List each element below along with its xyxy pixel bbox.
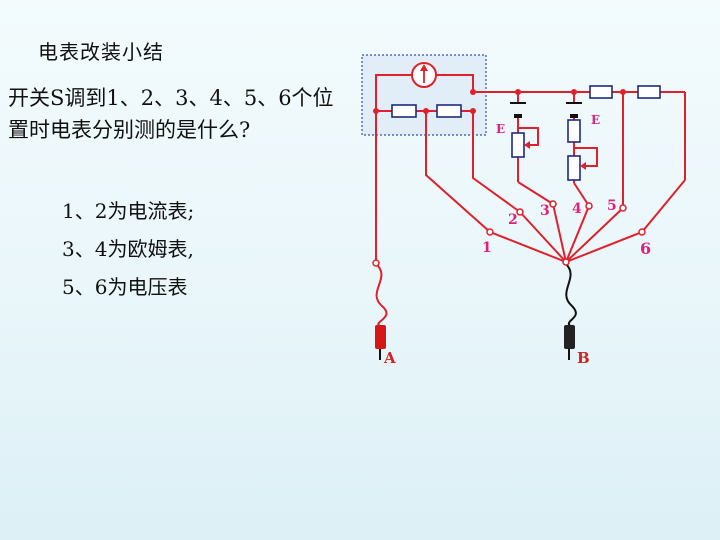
terminal-label-1: 1: [482, 240, 492, 256]
probe-a-label: A: [383, 349, 396, 367]
question-text: 开关S调到1、2、3、4、5、6个位置时电表分别测的是什么?: [8, 86, 334, 142]
battery-1-label: E: [496, 122, 505, 136]
answer-voltage: 5、6为电压表: [62, 275, 188, 299]
terminal-label-4: 4: [572, 201, 582, 217]
answer-list: 1、2为电流表; 3、4为欧姆表, 5、6为电压表: [62, 192, 194, 306]
rheostat-2-arrow: [580, 162, 586, 170]
slide-title: 电表改装小结: [38, 40, 164, 64]
junction-dots: [373, 89, 626, 114]
rheostat-1: [511, 132, 525, 158]
circuit-wires: [375, 74, 686, 327]
internal-resistor: [567, 119, 581, 143]
shunt-resistor-2: [436, 104, 462, 118]
terminal-label-2: 2: [508, 212, 518, 228]
answer-current: 1、2为电流表;: [62, 199, 195, 223]
probe-b-cable: [565, 263, 577, 327]
answer-ohm: 3、4为欧姆表,: [62, 237, 194, 261]
series-resistor-1: [589, 85, 613, 99]
rheostat-1-arrow: [524, 141, 530, 149]
galvanometer-icon: [411, 62, 437, 88]
probe-b-icon: [564, 325, 575, 360]
terminal-label-3: 3: [540, 203, 550, 219]
series-resistor-2: [637, 85, 661, 99]
battery-1-icon: [510, 102, 526, 118]
terminal-label-5: 5: [607, 198, 617, 214]
battery-2-icon: [566, 102, 582, 118]
battery-2-label: E: [591, 113, 600, 127]
resistors: [391, 85, 661, 143]
rheostat-2: [567, 155, 581, 181]
probe-a-icon: [375, 325, 386, 360]
shunt-resistor-1: [391, 104, 417, 118]
probe-b-label: B: [577, 349, 590, 367]
terminal-label-6: 6: [640, 239, 651, 258]
switch-terminals: [372, 200, 646, 267]
